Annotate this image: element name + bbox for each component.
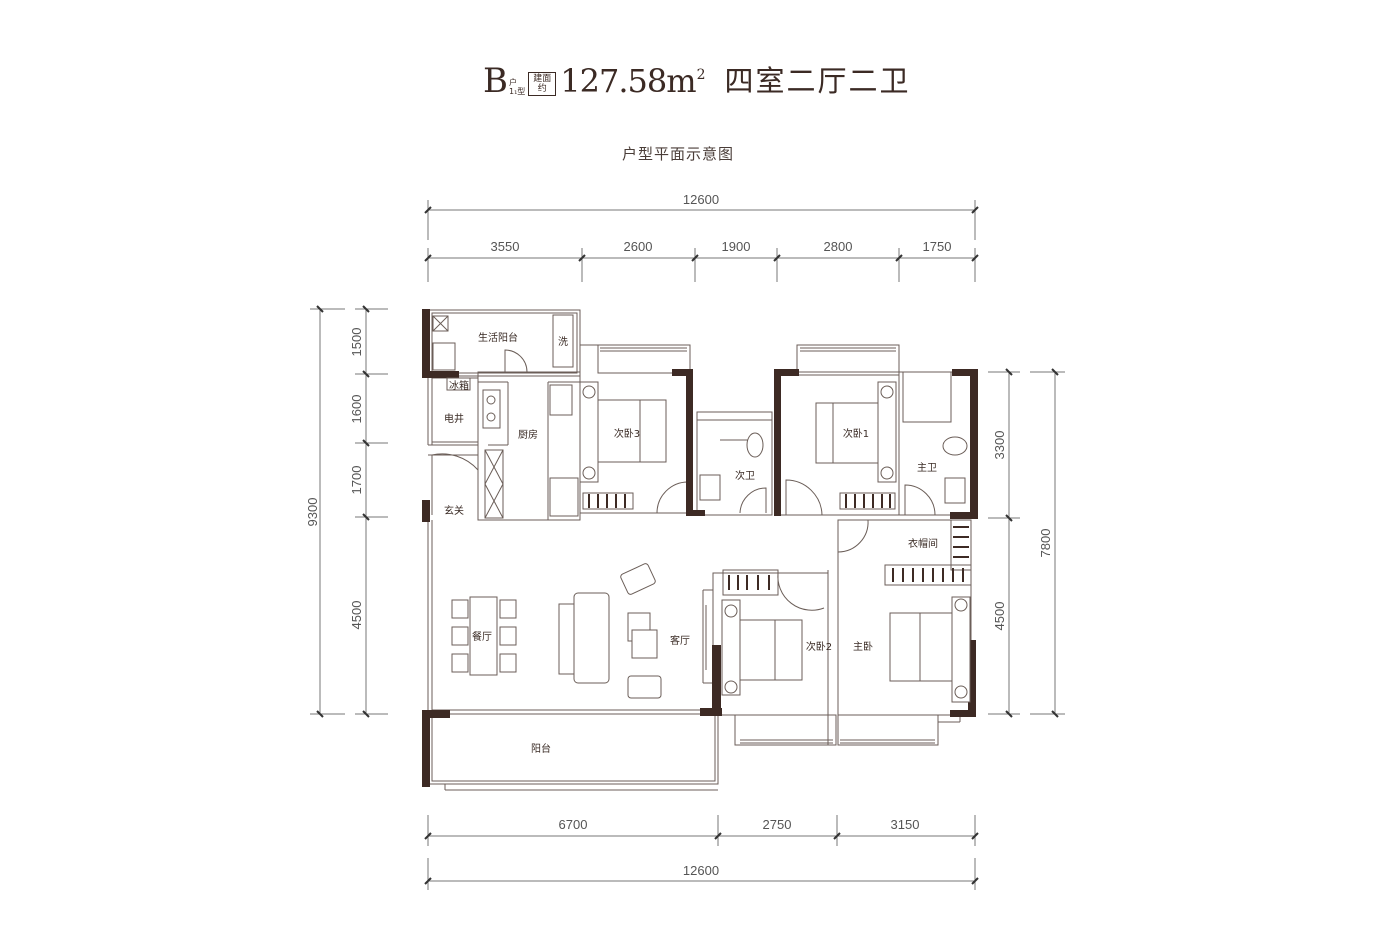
room-label-utility-balcony: 生活阳台 <box>478 331 518 344</box>
room-label-bedroom3: 次卧3 <box>614 427 640 440</box>
dim-left-seg-4: 4500 <box>349 601 364 630</box>
area-label-box: 建面约 <box>528 72 557 96</box>
dim-right-total: 7800 <box>1038 529 1053 558</box>
room-label-master-bath: 主卫 <box>917 462 937 474</box>
area-number: 127.58m <box>560 62 696 100</box>
dim-top-seg-3: 1900 <box>722 239 751 254</box>
dim-left-seg-2: 1600 <box>349 395 364 424</box>
bed-bedroom1-icon <box>815 402 879 464</box>
dimension-lines <box>310 200 1065 890</box>
dim-right-seg-1: 3300 <box>992 431 1007 460</box>
room-label-walk-in-closet: 衣帽间 <box>908 537 938 550</box>
lounge-chair-icon <box>620 563 656 595</box>
dim-top-seg-4: 2800 <box>824 239 853 254</box>
dim-top-seg-2: 2600 <box>624 239 653 254</box>
dim-top-total: 12600 <box>683 192 719 207</box>
dim-left-seg-1: 1500 <box>349 328 364 357</box>
basin-bath2-icon <box>699 474 721 501</box>
plan-subtitle: 户型平面示意图 <box>622 145 735 163</box>
hanger-marks <box>588 494 969 590</box>
dim-bottom-seg-1: 6700 <box>559 817 588 832</box>
furniture <box>432 314 971 703</box>
room-label-fridge: 冰箱 <box>449 379 469 392</box>
unit-type-sub-bottom: 1₁型 <box>509 87 526 96</box>
area-value: 127.58m2 <box>560 62 706 100</box>
structural-walls <box>422 309 978 787</box>
room-label-bedroom1: 次卧1 <box>843 427 869 440</box>
unit-type-sub-top: 户 <box>509 78 517 87</box>
unit-type-sub: 户 1₁型 <box>509 78 525 96</box>
dim-left-seg-3: 1700 <box>349 466 364 495</box>
layout-description: 四室二厅二卫 <box>724 64 911 98</box>
wardrobe-bedroom1-icon <box>839 492 896 510</box>
room-label-balcony: 阳台 <box>531 742 551 755</box>
bed-bedroom2-icon <box>739 619 803 681</box>
armchair-icon <box>627 675 662 699</box>
area-unit-superscript: 2 <box>696 67 706 83</box>
washer-machine-icon <box>552 314 574 368</box>
sofa-icon <box>573 592 610 684</box>
dim-bottom-seg-2: 2750 <box>763 817 792 832</box>
room-label-living: 客厅 <box>670 634 690 647</box>
room-label-dining: 餐厅 <box>472 630 492 643</box>
room-label-second-bath: 次卫 <box>735 469 755 482</box>
dim-left-total: 9300 <box>305 498 320 527</box>
fridge-icon <box>446 377 471 391</box>
dim-bottom-seg-3: 3150 <box>891 817 920 832</box>
toilet-masterbath-icon <box>942 436 968 456</box>
room-label-kitchen: 厨房 <box>518 428 538 441</box>
dining-table-icon <box>469 596 498 676</box>
coffee-table-icon <box>631 629 658 659</box>
dim-top-seg-5: 1750 <box>923 239 952 254</box>
room-label-electric-shaft: 电井 <box>444 412 464 425</box>
unit-type-letter: B <box>483 61 508 101</box>
sink-icon <box>432 342 456 371</box>
dimension-ticks <box>316 206 1059 885</box>
thin-walls <box>427 309 972 791</box>
bed-master-icon <box>889 612 953 682</box>
room-label-entrance: 玄关 <box>444 504 464 517</box>
dim-bottom-total: 12600 <box>683 863 719 878</box>
room-label-master-bedroom: 主卧 <box>853 640 873 653</box>
dim-right-seg-2: 4500 <box>992 602 1007 631</box>
room-label-bedroom2: 次卧2 <box>806 640 832 653</box>
basin-masterbath-icon <box>944 477 966 504</box>
plan-title: B 户 1₁型 建面约 127.58m2 四室二厅二卫 <box>483 52 911 98</box>
door-swings <box>431 349 936 611</box>
bed-bedroom3-icon <box>597 399 667 463</box>
toilet-bath2-icon <box>746 432 764 458</box>
room-label-washer: 洗 <box>558 336 568 348</box>
dim-top-seg-1: 3550 <box>491 239 520 254</box>
